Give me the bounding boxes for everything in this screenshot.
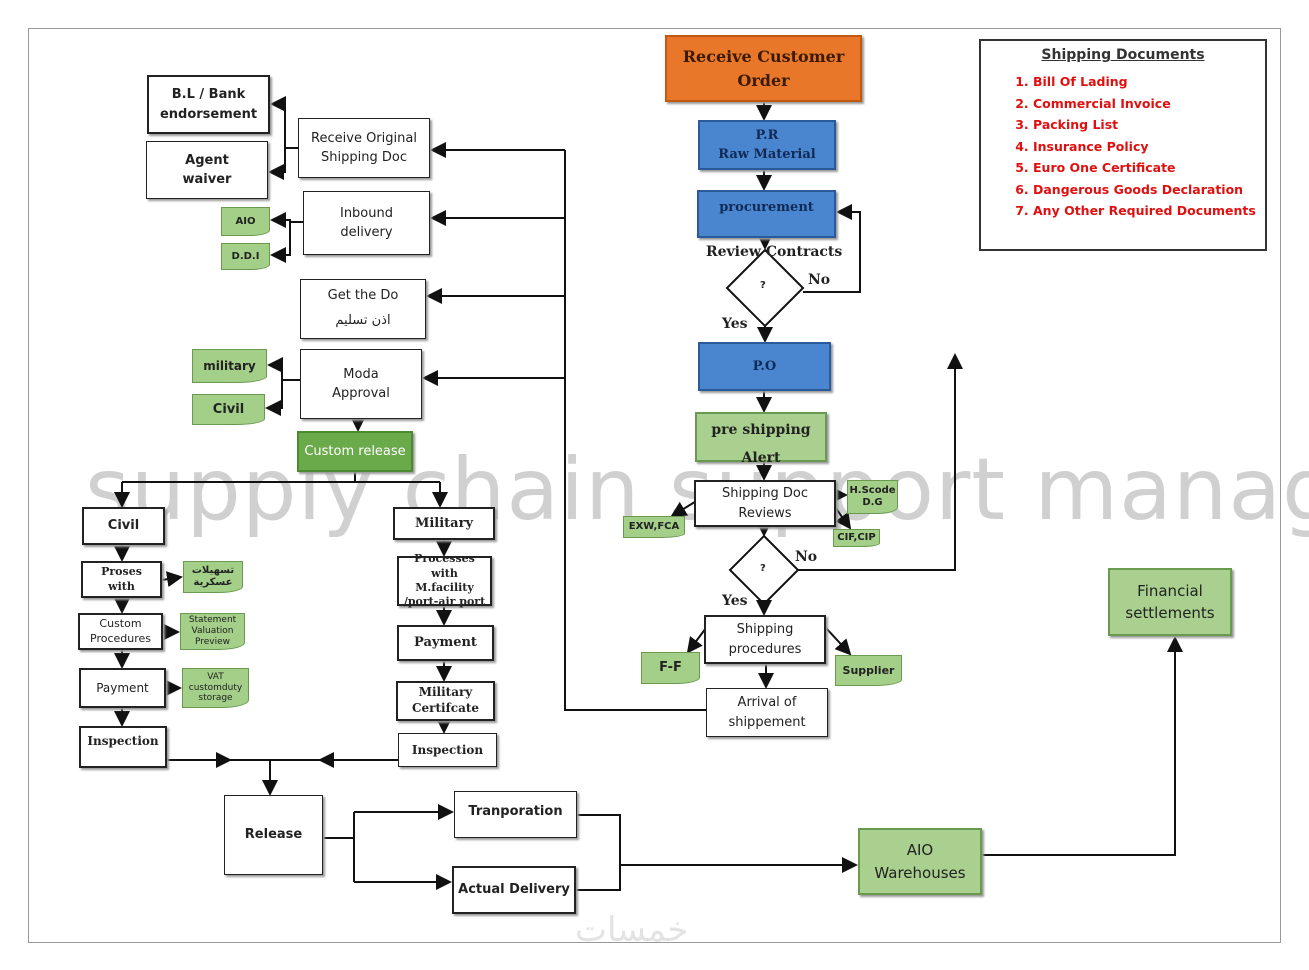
financial-settlements-box[interactable]: Financial settlements bbox=[1108, 568, 1232, 636]
note-military-facilities-ar: تسهيلات عسكرية bbox=[183, 561, 243, 593]
military-certificate-box[interactable]: Military Certifcate bbox=[396, 681, 495, 721]
actual-delivery-box[interactable]: Actual Delivery bbox=[452, 866, 576, 914]
yes-label-1: Yes bbox=[722, 316, 748, 332]
doc-item: Any Other Required Documents bbox=[1033, 200, 1265, 222]
release-box[interactable]: Release bbox=[224, 795, 323, 875]
shipping-doc-reviews-box[interactable]: Shipping Doc Reviews bbox=[694, 480, 836, 527]
civil-payment-box[interactable]: Payment bbox=[79, 668, 166, 708]
military-inspection-box[interactable]: Inspection bbox=[398, 733, 497, 767]
civil-inspection-box[interactable]: Inspection bbox=[79, 726, 167, 768]
shipping-documents-panel: Shipping Documents Bill Of Lading Commer… bbox=[979, 39, 1267, 251]
moda-approval-box[interactable]: Moda Approval bbox=[300, 349, 422, 419]
processes-with-facility-box[interactable]: Processes with M.facility /port-air port bbox=[397, 552, 492, 608]
doc-item: Dangerous Goods Declaration bbox=[1033, 179, 1265, 201]
note-hscode-dg: H.Scode D.G bbox=[847, 480, 898, 514]
doc-item: Commercial Invoice bbox=[1033, 93, 1265, 115]
military-payment-box[interactable]: Payment bbox=[397, 625, 494, 661]
receive-customer-order-box[interactable]: Receive Customer Order bbox=[665, 35, 862, 102]
po-box[interactable]: P.O bbox=[698, 342, 831, 391]
aio-warehouses-box[interactable]: AIO Warehouses bbox=[858, 828, 982, 895]
note-military: military bbox=[192, 349, 267, 383]
note-aio: AIO bbox=[221, 207, 270, 236]
note-ddi: D.D.I bbox=[221, 243, 270, 270]
get-the-do-box[interactable]: Get the Do اذن تسليم bbox=[300, 279, 426, 339]
watermark-bottom: خمسات bbox=[575, 910, 689, 950]
note-statement-valuation: Statement Valuation Preview bbox=[180, 613, 245, 650]
arrival-of-shipment-box[interactable]: Arrival of shippement bbox=[706, 688, 828, 737]
review-contracts-label: Review Contracts bbox=[706, 244, 843, 260]
procurement-box[interactable]: procurement bbox=[697, 190, 836, 238]
doc-item: Packing List bbox=[1033, 114, 1265, 136]
get-the-do-label: Get the Do bbox=[327, 288, 399, 304]
shipping-procedures-box[interactable]: Shipping procedures bbox=[704, 615, 826, 664]
doc-item: Euro One Certificate bbox=[1033, 157, 1265, 179]
note-exw-fca: EXW,FCA bbox=[623, 516, 685, 538]
shipping-documents-title: Shipping Documents bbox=[1041, 47, 1205, 63]
military-box[interactable]: Military bbox=[393, 507, 495, 540]
get-the-do-arabic-label: اذن تسليم bbox=[335, 313, 391, 328]
note-cif-cip: CIF,CIP bbox=[833, 529, 880, 547]
doc-item: Insurance Policy bbox=[1033, 136, 1265, 158]
note-vat-duty-storage: VAT customduty storage bbox=[182, 668, 249, 708]
outer-frame bbox=[28, 28, 1281, 943]
inbound-delivery-box[interactable]: Inbound delivery bbox=[303, 191, 430, 255]
pr-raw-material-box[interactable]: P.R Raw Material bbox=[698, 120, 836, 170]
custom-procedures-box[interactable]: Custom Procedures bbox=[78, 613, 163, 650]
yes-label-2: Yes bbox=[722, 593, 748, 609]
note-civil: Civil bbox=[192, 394, 265, 425]
custom-release-box[interactable]: Custom release bbox=[297, 431, 413, 472]
no-label-1: No bbox=[808, 272, 831, 288]
bl-bank-endorsement-box[interactable]: B.L / Bank endorsement bbox=[147, 75, 270, 134]
transportation-box[interactable]: Tranporation bbox=[454, 791, 577, 838]
civil-box[interactable]: Civil bbox=[82, 507, 165, 545]
note-supplier: Supplier bbox=[835, 655, 902, 686]
receive-original-shipping-doc-box[interactable]: Receive Original Shipping Doc bbox=[298, 118, 430, 178]
decision-2-label: ? bbox=[760, 563, 766, 574]
agent-waiver-box[interactable]: Agent waiver bbox=[146, 141, 268, 199]
no-label-2: No bbox=[795, 549, 818, 565]
pre-shipping-alert-box[interactable]: pre shipping Alert bbox=[695, 412, 827, 466]
doc-item: Bill Of Lading bbox=[1033, 71, 1265, 93]
proses-with-box[interactable]: Proses with bbox=[81, 561, 162, 598]
decision-1-label: ? bbox=[760, 280, 766, 291]
note-ff: F-F bbox=[641, 652, 700, 684]
